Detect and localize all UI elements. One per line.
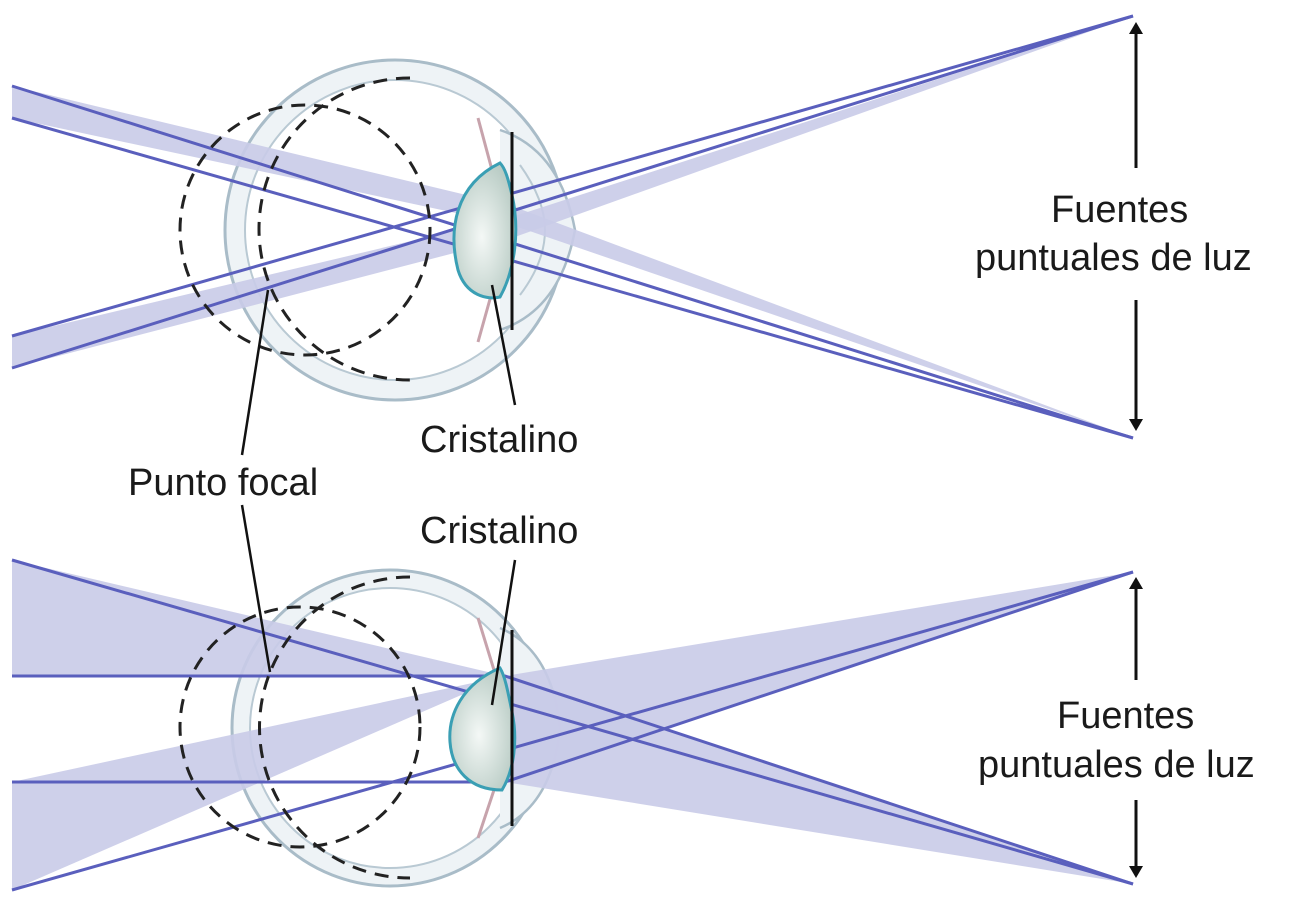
top-panel: Cristalino Fuentes puntuales de luz: [11, 14, 1252, 461]
focal-point-label: Punto focal: [128, 462, 318, 504]
top-lens-leader: [490, 284, 517, 406]
bottom-ray-4: [11, 570, 1134, 892]
top-focal-leader: [240, 289, 270, 456]
top-focal-circle-outer: [178, 103, 432, 357]
bottom-panel: Punto focal Cristalino Fuentes puntuales…: [11, 462, 1255, 892]
top-lens-label: Cristalino: [420, 419, 578, 461]
top-ray-1: [11, 84, 1134, 440]
top-ray-2: [11, 116, 1134, 440]
bottom-sources-label-line1: Fuentes: [1057, 695, 1194, 737]
bottom-ray-1: [11, 558, 1134, 886]
bottom-beam-upper-left: [12, 560, 505, 676]
top-sources-label-line1: Fuentes: [1051, 189, 1188, 231]
bottom-focal-circle-outer: [178, 605, 422, 849]
bottom-lens: [448, 666, 517, 792]
top-beam-lower-right: [512, 16, 1133, 238]
bottom-sources-label-line2: puntuales de luz: [978, 744, 1255, 786]
top-ray-4: [11, 14, 1134, 370]
top-beam-upper-right: [512, 206, 1133, 438]
bottom-focal-leader: [240, 504, 272, 673]
bottom-lens-leader: [490, 559, 517, 706]
bottom-lens-label: Cristalino: [420, 510, 578, 552]
top-rays: [11, 14, 1134, 440]
top-focal-circle-inner: [257, 76, 411, 382]
bottom-focal-circle-inner: [258, 575, 411, 880]
top-sources-label-line2: puntuales de luz: [975, 237, 1252, 279]
top-lens: [452, 161, 518, 300]
top-beam-upper: [12, 86, 512, 225]
bottom-rays: [11, 558, 1134, 892]
top-ray-3: [11, 14, 1134, 338]
